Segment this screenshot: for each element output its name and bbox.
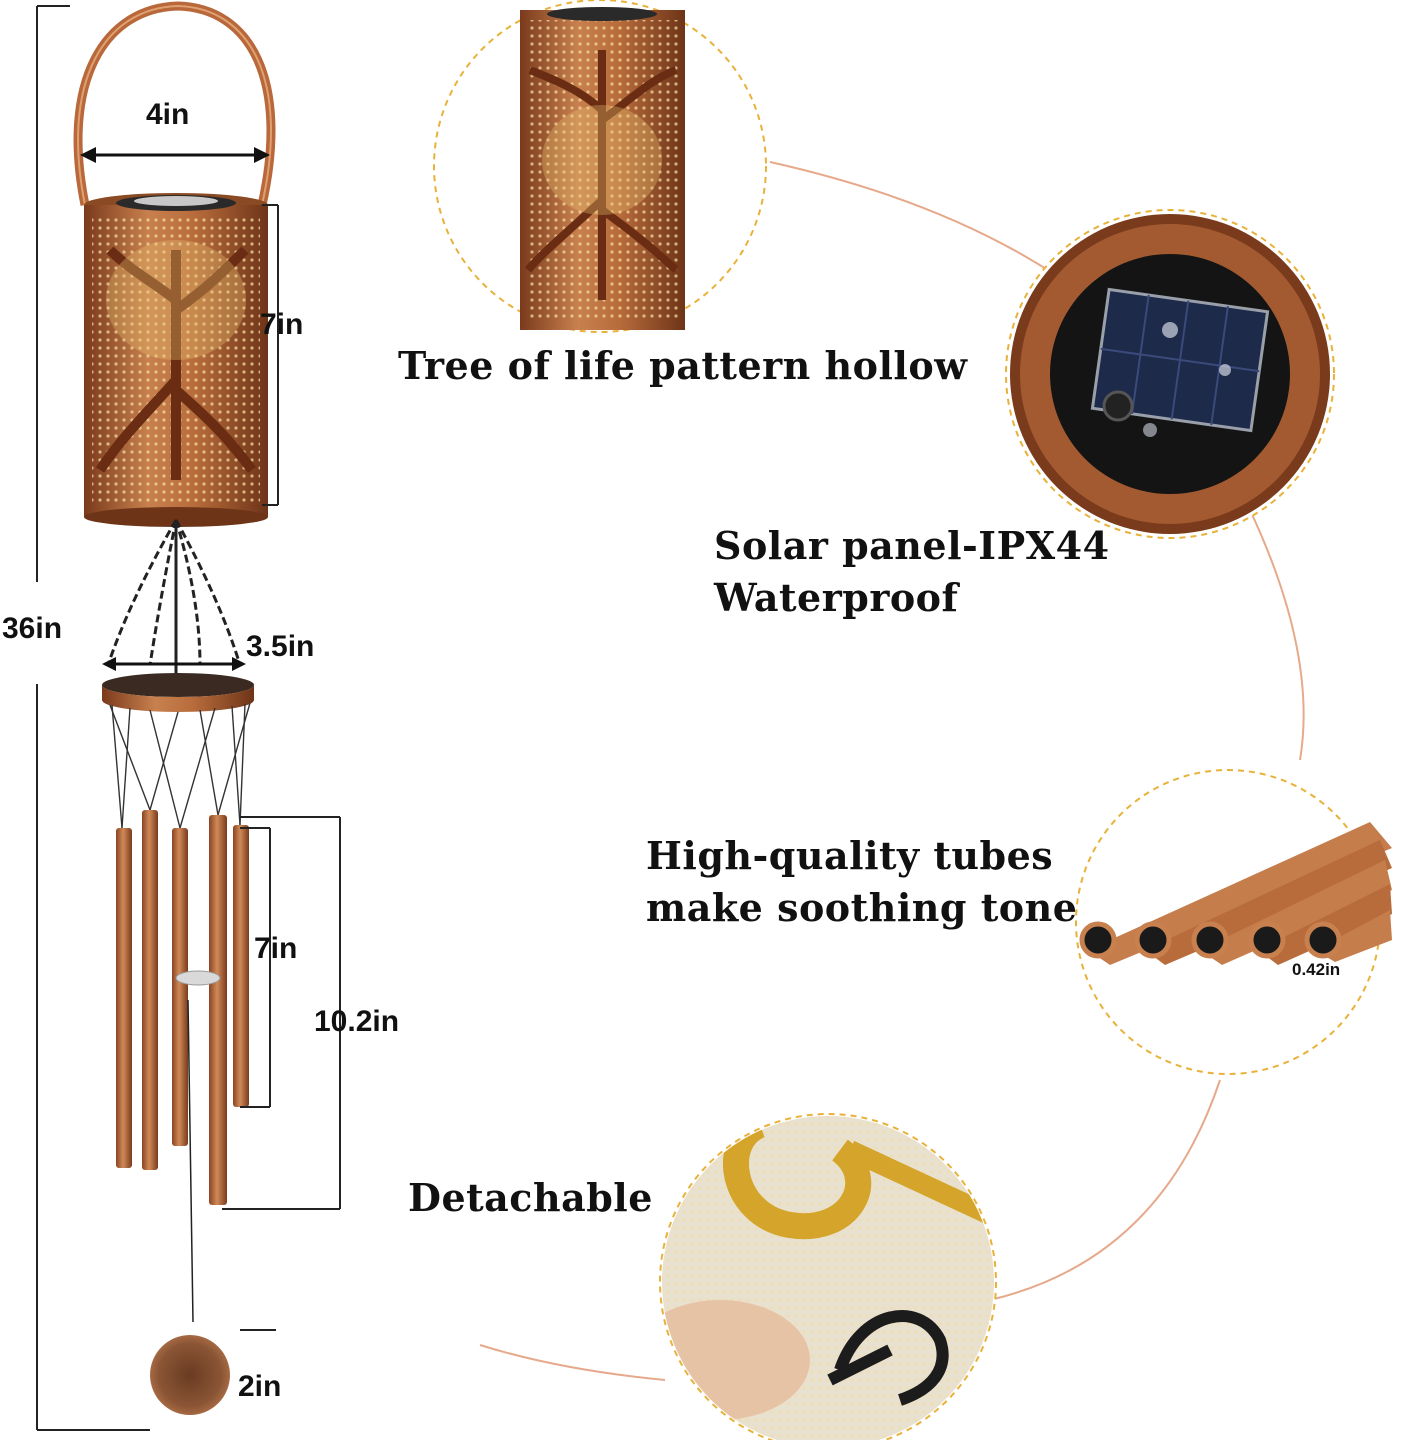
wind-striker [175, 970, 221, 986]
tube-opening-label: 0.42in [1292, 960, 1341, 979]
lantern-body [84, 193, 268, 527]
long-tube-label: 10.2in [314, 1005, 400, 1038]
chains [106, 519, 242, 690]
total-height-label: 36in [2, 612, 63, 645]
lantern-height-guide [262, 204, 279, 506]
caption-solar-panel: Solar panel-IPX44 Waterproof [714, 520, 1110, 623]
closeup-hook [659, 1113, 997, 1440]
ring-width-arrow [102, 657, 246, 671]
caption-detachable: Detachable [408, 1175, 653, 1220]
caption-tubes: High-quality tubes make soothing tone [646, 830, 1077, 933]
disc-diameter-label: 2in [238, 1370, 282, 1403]
wind-catcher-disc [150, 1335, 230, 1415]
tube-length-guides [222, 816, 341, 1210]
closeup-tree-of-life [433, 0, 767, 333]
chime-ring [102, 673, 254, 712]
tube-strings [109, 702, 251, 829]
caption-tree-of-life: Tree of life pattern hollow [398, 343, 968, 388]
short-tube-label: 7in [254, 932, 298, 965]
ring-diameter-label: 3.5in [246, 630, 315, 663]
caption-solar-line1: Solar panel-IPX44 [714, 523, 1110, 568]
pendulum-string [187, 999, 194, 1323]
lantern-width-label: 4in [146, 98, 190, 131]
connector-line [989, 1079, 1221, 1301]
chime-tubes [116, 810, 249, 1205]
caption-solar-line2: Waterproof [714, 574, 959, 620]
closeup-solar-panel [1005, 209, 1335, 539]
total-height-guide [36, 5, 150, 1431]
connector-line [479, 1344, 666, 1381]
closeup-tubes [1075, 769, 1392, 1075]
caption-tubes-line1: High-quality tubes [646, 833, 1054, 878]
caption-tubes-line2: make soothing tone [646, 884, 1078, 930]
lantern-height-label: 7in [260, 308, 304, 341]
width-arrow [80, 147, 270, 163]
